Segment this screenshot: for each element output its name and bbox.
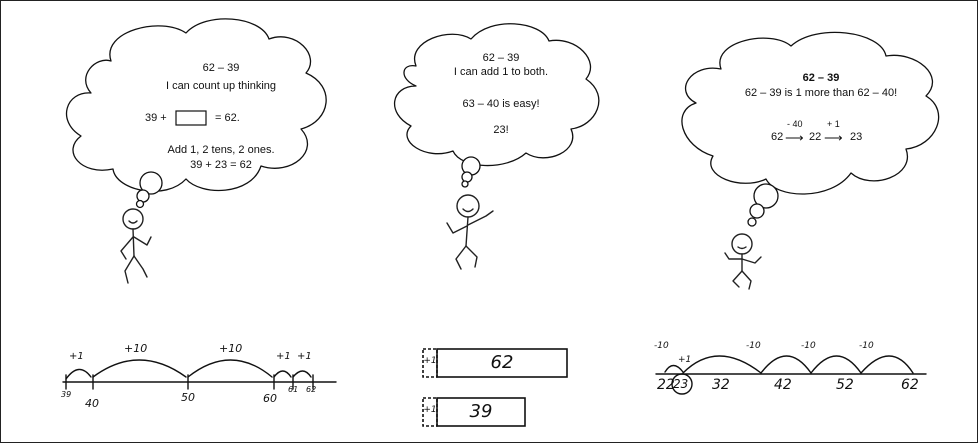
jump-arc-minus-10-3	[761, 356, 811, 373]
stick-figure-2	[447, 195, 493, 269]
chain-op2: + 1	[827, 119, 840, 129]
stick-figure-1	[121, 209, 151, 283]
cloud1-line3: Add 1, 2 tens, 2 ones.	[121, 144, 321, 156]
chain-arrow-1: ⟶	[785, 130, 804, 146]
jump-arc-1	[66, 369, 91, 379]
tick-label-61: 61	[288, 385, 298, 394]
cloud2-line2: 63 – 40 is easy!	[421, 98, 581, 110]
arc-label-plus-1: +1	[678, 355, 691, 365]
nl3-tick-42: 42	[774, 377, 792, 393]
cloud1-line4: 39 + 23 = 62	[121, 159, 321, 171]
thought-bubble-2c	[462, 181, 468, 187]
cloud2-line1: I can add 1 to both.	[421, 66, 581, 78]
cloud3-line1: 62 – 39 is 1 more than 62 – 40!	[716, 87, 926, 99]
thought-cloud-2	[395, 24, 599, 166]
chain-arrow-2: ⟶	[824, 130, 843, 146]
nl3-tick-32: 32	[712, 377, 730, 393]
jump-arc-minus-10-1	[861, 356, 913, 373]
cloud2-line3: 23!	[421, 124, 581, 136]
cloud1-eq-left: 39 +	[145, 112, 167, 124]
jump-arc-minus-10-4	[683, 356, 761, 373]
jump-label-4: +1	[276, 351, 291, 362]
nl3-tick-23: 23	[673, 377, 688, 391]
bar-bottom-value: 39	[437, 401, 525, 422]
cloud3-title: 62 – 39	[741, 72, 901, 84]
jump-label-2: +10	[124, 342, 147, 355]
jump-arc-3	[188, 360, 272, 377]
jump-arc-4	[274, 371, 291, 377]
cloud2-title: 62 – 39	[421, 52, 581, 64]
jump-arc-5	[293, 371, 311, 377]
thought-cloud-3	[682, 32, 939, 194]
answer-box	[176, 111, 206, 125]
stick-figure-3	[725, 234, 761, 289]
jump-arc-2	[93, 360, 186, 377]
chain-mid: 22	[809, 131, 821, 143]
arc-label-3: -10	[801, 341, 816, 351]
thought-bubble-1c	[137, 201, 144, 208]
jump-label-3: +10	[219, 342, 242, 355]
arc-label-1: -10	[654, 341, 669, 351]
tick-label-60: 60	[263, 392, 277, 405]
jump-arc-minus-10-2	[811, 356, 861, 373]
tick-label-39: 39	[61, 390, 71, 399]
thought-bubble-2b	[462, 172, 472, 182]
nl3-tick-62: 62	[901, 377, 919, 393]
nl3-tick-52: 52	[836, 377, 854, 393]
arc-label-2: -10	[746, 341, 761, 351]
chain-end: 23	[850, 131, 862, 143]
tick-label-50: 50	[181, 391, 195, 404]
chain-op1: - 40	[787, 119, 803, 129]
jump-arc-plus-1	[665, 366, 683, 373]
cloud1-title: 62 – 39	[146, 62, 296, 74]
jump-label-1: +1	[69, 351, 84, 362]
jump-label-5: +1	[297, 351, 312, 362]
cloud1-eq-right: = 62.	[215, 112, 240, 124]
thought-bubble-3b	[750, 204, 764, 218]
bar-top-plus-label: +1	[423, 356, 437, 366]
thought-bubble-3c	[748, 218, 756, 226]
bar-bottom-plus-label: +1	[423, 405, 437, 415]
chain-start: 62	[771, 131, 783, 143]
tick-label-40: 40	[85, 397, 99, 410]
arc-label-4: -10	[859, 341, 874, 351]
bar-top-value: 62	[437, 352, 567, 373]
cloud1-line1: I can count up thinking	[121, 80, 321, 92]
tick-label-62: 62	[306, 385, 316, 394]
